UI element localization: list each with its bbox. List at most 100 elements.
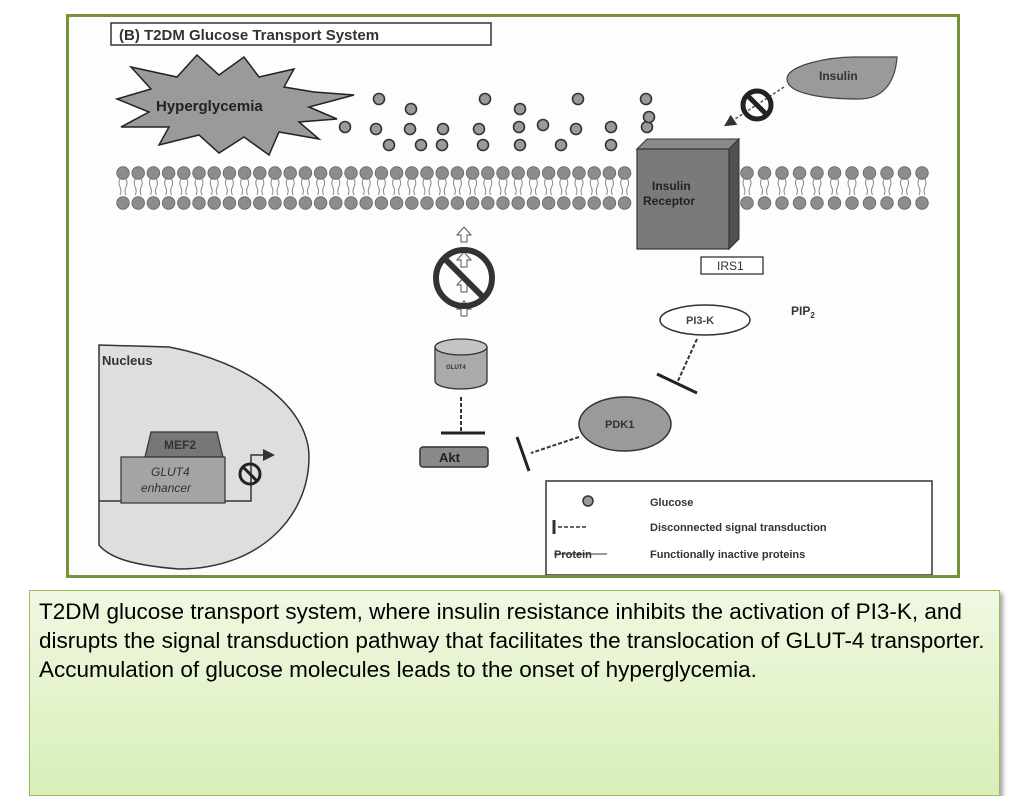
lipid-tail — [179, 178, 183, 196]
caption-text: T2DM glucose transport system, where ins… — [39, 599, 985, 682]
lipid-head — [298, 166, 313, 180]
lipid-head — [602, 196, 617, 210]
lipid-head — [283, 196, 297, 210]
lipid-tail — [285, 178, 289, 196]
lipid-tail — [468, 178, 472, 196]
lipid-head — [617, 166, 632, 180]
lipid-tail — [346, 178, 350, 196]
lipid-head — [116, 166, 130, 180]
lipid-tail — [398, 178, 402, 196]
lipid-head — [572, 196, 586, 210]
pdk1-label: PDK1 — [605, 419, 634, 431]
glucose-molecule — [476, 138, 490, 152]
hyperglycemia-burst: Hyperglycemia — [114, 53, 355, 157]
lipid-tail — [437, 178, 441, 196]
blocked-binding-icon — [740, 88, 774, 122]
lipid-tail — [422, 178, 426, 196]
lipid-head — [541, 196, 556, 210]
lipid-head — [511, 196, 525, 210]
legend-item-glucose: Glucose — [650, 497, 693, 509]
insulin-label: Insulin — [819, 69, 858, 83]
lipid-tail — [626, 178, 630, 196]
lipid-head — [450, 166, 465, 180]
lipid-tail — [164, 178, 168, 196]
irs1-label: IRS1 — [717, 259, 744, 273]
lipid-head — [161, 166, 176, 180]
lipid-tail — [413, 178, 417, 196]
lipid-tail — [246, 178, 250, 196]
lipid-head — [268, 196, 282, 210]
lipid-head — [131, 196, 145, 210]
nucleus-label: Nucleus — [102, 353, 153, 368]
lipid-tail — [230, 178, 234, 196]
lipid-head — [192, 166, 206, 180]
mef2-label: MEF2 — [164, 438, 196, 452]
glut4-enhancer-label-line1: GLUT4 — [151, 465, 190, 479]
lipid-head — [344, 166, 358, 180]
lipid-tail — [118, 178, 122, 196]
lipid-tail — [392, 178, 396, 196]
lipid-head — [880, 166, 894, 180]
lipid-head — [915, 196, 929, 210]
lipid-head — [880, 196, 894, 210]
lipid-head — [587, 196, 601, 210]
lipid-head — [496, 166, 510, 180]
lipid-head — [757, 196, 772, 210]
lipid-tail — [291, 178, 295, 196]
lipid-tail — [589, 178, 593, 196]
figure-title: (B) T2DM Glucose Transport System — [119, 27, 379, 44]
insulin-receptor-label-line1: Insulin — [652, 179, 691, 193]
lipid-head — [207, 196, 221, 210]
lipid-tail — [871, 178, 874, 196]
lipid-tail — [900, 178, 903, 196]
lipid-head — [810, 196, 824, 210]
lipid-tail — [847, 178, 851, 196]
lipid-head — [792, 166, 807, 180]
glucose-molecule — [404, 102, 418, 116]
lipid-head — [792, 196, 807, 210]
lipid-tail — [270, 178, 274, 196]
insulin-shape: Insulin — [786, 56, 898, 100]
lipid-tail — [474, 178, 478, 196]
lipid-tail — [565, 178, 569, 196]
lipid-head — [420, 166, 434, 180]
caption-box: T2DM glucose transport system, where ins… — [29, 590, 1000, 796]
lipid-tail — [443, 178, 447, 196]
lipid-tail — [888, 178, 892, 196]
blocked-transcription-slash — [241, 465, 259, 483]
lipid-head — [465, 196, 480, 210]
lipid-head — [481, 196, 495, 210]
lipid-tail — [519, 178, 523, 196]
lipid-head — [405, 166, 419, 180]
lipid-tail — [124, 178, 128, 196]
lipid-tail — [544, 178, 548, 196]
lipid-tail — [923, 178, 927, 196]
transcription-arrow — [225, 449, 275, 502]
lipid-head — [313, 166, 328, 180]
glucose-molecule — [604, 138, 618, 152]
insulin-receptor-label-line2: Receptor — [643, 194, 695, 208]
lipid-head — [775, 196, 789, 210]
lipid-tail — [595, 178, 599, 196]
insulin-receptor: Insulin Receptor — [635, 137, 741, 251]
lipid-tail — [853, 178, 857, 196]
lipid-head — [313, 196, 328, 210]
glucose-molecule — [536, 118, 550, 132]
glucose-molecule — [512, 120, 526, 134]
lipid-head — [526, 196, 541, 210]
glut4-enhancer-label-line2: enhancer — [141, 481, 192, 495]
lipid-head — [283, 166, 297, 180]
lipid-tail — [498, 178, 502, 196]
legend-glucose-symbol — [582, 495, 594, 507]
lipid-head — [897, 196, 912, 210]
lipid-head — [897, 166, 912, 180]
lipid-tail — [766, 178, 769, 196]
blocked-transcription-icon — [238, 462, 262, 486]
glucose-molecule — [369, 122, 383, 136]
glucose-molecule — [571, 92, 585, 106]
lipid-head — [496, 196, 510, 210]
lipid-head — [389, 166, 404, 180]
figure-title-box: (B) T2DM Glucose Transport System — [110, 22, 492, 46]
lipid-head — [237, 196, 252, 210]
glucose-molecule — [639, 92, 653, 106]
